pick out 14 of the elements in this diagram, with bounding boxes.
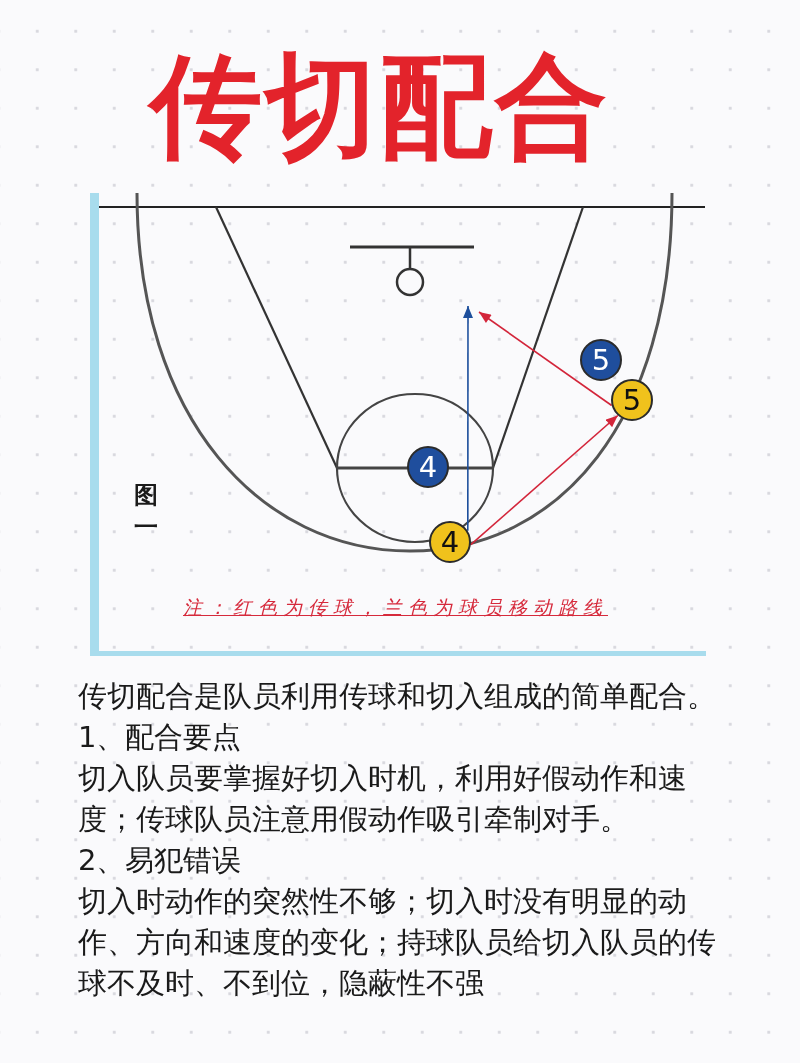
player-number-marker: 5 xyxy=(611,379,653,421)
player-number-marker: 5 xyxy=(580,339,622,381)
paragraph: 切入时动作的突然性不够；切入时没有明显的动作、方向和速度的变化；持球队员给切入队员的传球不及时、不到位，隐蔽性不强 xyxy=(78,883,717,1002)
paragraph: 传切配合是队员利用传球和切入组成的简单配合。 xyxy=(78,678,717,715)
section-heading: 1、配合要点 xyxy=(78,719,243,756)
arrow xyxy=(470,414,619,546)
paragraph: 切入队员要掌握好切入时机，利用好假动作和速度；传球队员注意用假动作吸引牵制对手。 xyxy=(78,760,688,838)
section-heading: 2、易犯错误 xyxy=(78,842,243,879)
arrow xyxy=(463,305,473,532)
note-text: 注：红色为传球，兰色为球员移动路线 xyxy=(183,596,608,619)
figure-label: 图一 xyxy=(133,480,158,543)
player-number-marker: 4 xyxy=(407,446,449,488)
player-number-marker: 4 xyxy=(429,521,471,563)
arrow xyxy=(478,311,613,407)
